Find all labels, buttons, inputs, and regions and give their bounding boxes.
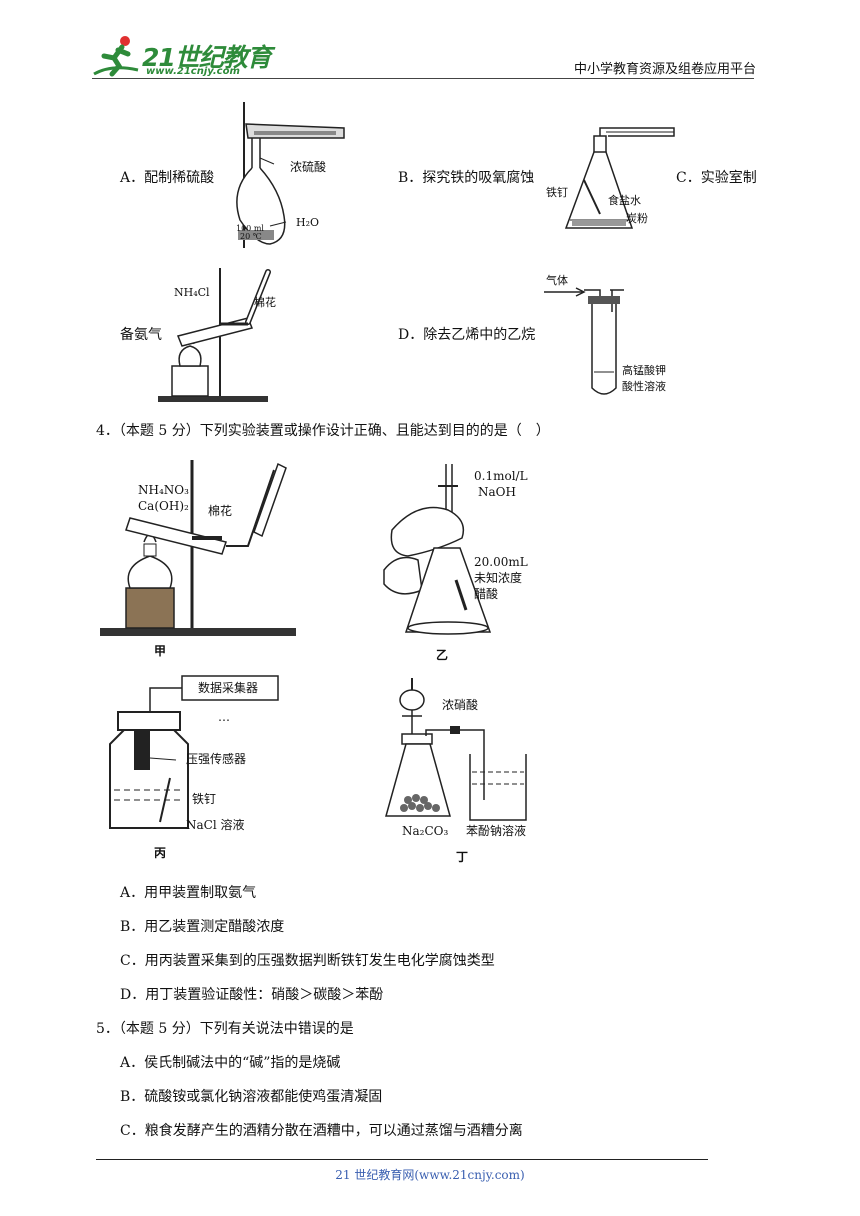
label-nacl: NaCl 溶液 [186, 818, 245, 832]
fig-jia [100, 460, 296, 636]
q5-option-b: B．硫酸铵或氯化钠溶液都能使鸡蛋清凝固 [120, 1089, 383, 1105]
fig-yi [383, 464, 492, 635]
label-flask-temp: 20 ℃ [240, 232, 262, 241]
label-flask-volume: 100 ml [236, 224, 264, 233]
label-nh4no3: NH₄NO₃ [138, 483, 189, 497]
label-conc-nitric: 浓硝酸 [442, 698, 479, 712]
label-carbon-powder: 炭粉 [626, 212, 648, 225]
q5-stem: 5．（本题 5 分）下列有关说法中错误的是 [96, 1021, 354, 1037]
caption-bing: 丙 [154, 846, 167, 860]
label-volume: 20.00mL [474, 555, 528, 569]
label-cotton-c: 棉花 [254, 296, 276, 309]
label-data-collector: 数据采集器 [198, 681, 259, 695]
label-water: H₂O [296, 216, 320, 229]
label-naoh: NaOH [478, 485, 516, 499]
logo-url: www.21cnjy.com [146, 66, 240, 77]
header: 21世纪教育 www.21cnjy.com 中小学教育资源及组卷应用平台 [0, 0, 860, 82]
q5-option-a: A．侯氏制碱法中的“碱”指的是烧碱 [120, 1055, 341, 1071]
q5-option-c: C．粮食发酵产生的酒精分散在酒糟中，可以通过蒸馏与酒糟分离 [120, 1123, 523, 1139]
q3-option-d: D．除去乙烯中的乙烷 [398, 327, 536, 343]
q4-option-a: A．用甲装置制取氨气 [120, 885, 257, 901]
label-pressure-sensor: 压强传感器 [186, 752, 247, 766]
q4-option-c: C．用丙装置采集到的压强数据判断铁钉发生电化学腐蚀类型 [120, 953, 495, 969]
label-nh4cl: NH₄Cl [174, 286, 210, 299]
label-caoh2: Ca(OH)₂ [138, 499, 189, 513]
label-gas: 气体 [546, 274, 568, 287]
footer-link[interactable]: 21 世纪教育网(www.21cnjy.com) [335, 1168, 525, 1182]
logo-title: 21世纪教育 [142, 43, 272, 72]
label-nail-bing: 铁钉 [192, 792, 217, 806]
label-sodium-phenoxide: 苯酚钠溶液 [466, 824, 527, 838]
fig-volumetric-flask [236, 102, 345, 248]
label-salt-water: 食盐水 [608, 194, 641, 207]
label-unknown-conc: 未知浓度 [474, 571, 523, 585]
fig-bing [109, 675, 279, 829]
q3-option-c-cont: 备氨气 [120, 327, 162, 343]
label-conc-sulfuric: 浓硫酸 [290, 160, 327, 174]
label-iron-nail: 铁钉 [546, 186, 568, 199]
platform-name: 中小学教育资源及组卷应用平台 [574, 62, 757, 77]
label-acetic-acid: 醋酸 [474, 587, 499, 601]
q3-option-b: B．探究铁的吸氧腐蚀 [398, 170, 535, 186]
q3-option-a: A．配制稀硫酸 [120, 170, 215, 186]
label-kmno4-2: 酸性溶液 [622, 380, 666, 393]
header-rule [92, 78, 754, 79]
label-cotton-jia: 棉花 [208, 504, 233, 518]
footer-rule [96, 1159, 708, 1160]
logo-runner-icon [93, 36, 139, 77]
caption-yi: 乙 [436, 648, 449, 662]
caption-ding: 丁 [456, 850, 469, 864]
fig-ding [385, 678, 527, 821]
q4-option-b: B．用乙装置测定醋酸浓度 [120, 919, 285, 935]
fig-ammonia-prep [158, 268, 271, 402]
q4-option-d: D．用丁装置验证酸性：硝酸＞碳酸＞苯酚 [120, 987, 384, 1003]
label-na2co3: Na₂CO₃ [402, 824, 449, 838]
fig-gas-washing [544, 287, 624, 395]
label-naoh-conc: 0.1mol/L [474, 469, 528, 483]
q4-stem: 4．（本题 5 分）下列实验装置或操作设计正确、且能达到目的的是（ ） [96, 423, 550, 439]
label-kmno4-1: 高锰酸钾 [622, 364, 666, 377]
fig-iron-corrosion [564, 127, 675, 229]
caption-jia: 甲 [154, 644, 167, 658]
label-ellipsis: … [218, 710, 230, 724]
q3-option-c: C．实验室制 [676, 170, 757, 186]
